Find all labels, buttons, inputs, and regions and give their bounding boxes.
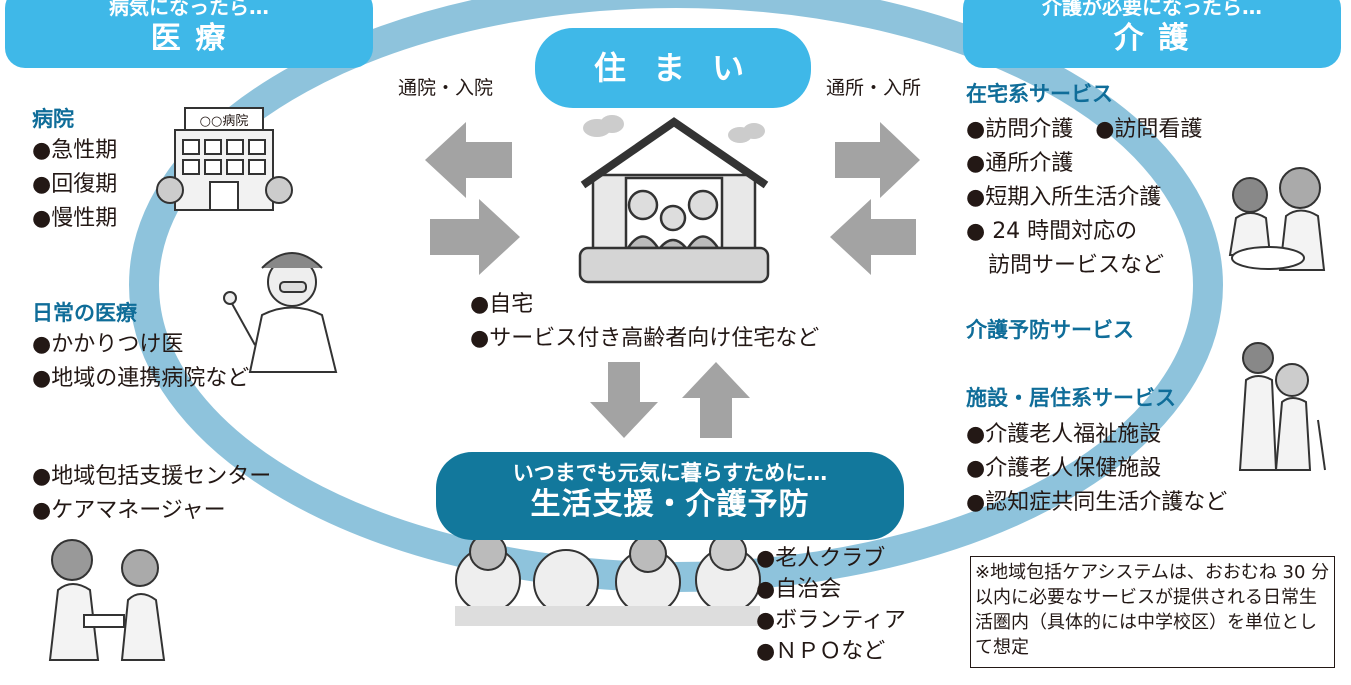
life-subtitle: いつまでも元気に暮らすために…	[512, 461, 828, 485]
consultation-icon	[48, 539, 166, 661]
note-box: ※地域包括ケアシステムは、おおむね 30 分以内に必要なサービスが提供される日常…	[970, 556, 1335, 668]
note-text: ※地域包括ケアシステムは、おおむね 30 分以内に必要なサービスが提供される日常…	[975, 562, 1330, 658]
daily-care-heading: 日常の医療	[32, 301, 137, 325]
walking-assist-icon	[1238, 342, 1326, 471]
home-services-list: ●訪問介護 ●訪問看護 ●通所介護 ●短期入所生活介護 ● 24 時間対応の 訪…	[966, 113, 1202, 283]
medical-title: 医 療	[150, 21, 228, 56]
hospital-building-icon	[156, 107, 293, 211]
arrow-left-icon	[830, 199, 916, 275]
list-item: ●サービス付き高齢者向け住宅など	[470, 326, 820, 351]
medical-header: 病気になったら… 医 療	[5, 0, 373, 68]
support-center-list: ●地域包括支援センター ●ケアマネージャー	[32, 460, 271, 528]
list-item: ●回復期	[32, 172, 118, 197]
arrow-left-icon	[425, 122, 512, 198]
hospital-list: ●急性期 ●回復期 ●慢性期	[32, 134, 117, 236]
care-header: 介護が必要になったら… 介 護	[963, 0, 1341, 68]
life-title: 生活支援・介護予防	[530, 487, 810, 522]
housing-list: ●自宅 ●サービス付き高齢者向け住宅など	[470, 288, 819, 356]
care-title: 介 護	[1113, 21, 1191, 56]
arrow-up-icon	[682, 362, 750, 438]
list-item: ●ＮＰＯなど	[756, 639, 886, 664]
housing-title: 住 ま い	[593, 49, 753, 87]
hospital-sign: ○○病院	[200, 114, 249, 129]
facility-list: ●介護老人福祉施設 ●介護老人保健施設 ●認知症共同生活介護など	[966, 418, 1227, 520]
housing-header: 住 ま い	[535, 28, 811, 108]
house-family-icon	[578, 115, 770, 284]
prevention-heading: 介護予防サービス	[966, 318, 1134, 342]
life-support-list: ●老人クラブ ●自治会 ●ボランティア ●ＮＰＯなど	[756, 543, 906, 667]
list-item: ●認知症共同生活介護など	[966, 490, 1228, 515]
daily-care-list: ●かかりつけ医 ●地域の連携病院など	[32, 328, 249, 396]
list-item: ●かかりつけ医	[32, 332, 184, 357]
list-item: ●老人クラブ	[756, 546, 886, 571]
list-item: ●地域包括支援センター	[32, 464, 272, 489]
list-item: ●自宅	[470, 292, 534, 317]
list-item: ●ボランティア	[756, 608, 906, 633]
list-item: 訪問サービスなど	[966, 253, 1165, 278]
list-item: ●慢性期	[32, 206, 118, 231]
hospital-heading: 病院	[32, 107, 74, 131]
arrow-right-icon	[835, 122, 920, 198]
list-item: ● 24 時間対応の	[966, 219, 1138, 244]
list-item: ●急性期	[32, 138, 118, 163]
list-item: ●介護老人福祉施設	[966, 422, 1162, 447]
list-item: ●地域の連携病院など	[32, 366, 250, 391]
caregiver-meal-icon	[1228, 167, 1326, 271]
medical-subtitle: 病気になったら…	[109, 0, 269, 19]
care-subtitle: 介護が必要になったら…	[1042, 0, 1262, 19]
list-item: ●介護老人保健施設	[966, 456, 1162, 481]
arrow-down-icon	[590, 362, 658, 438]
home-services-heading: 在宅系サービス	[966, 82, 1113, 106]
list-item: ●短期入所生活介護	[966, 185, 1162, 210]
label-hospital-visit: 通院・入院	[398, 77, 494, 99]
doctor-icon	[223, 252, 338, 373]
facility-heading: 施設・居住系サービス	[966, 386, 1176, 410]
list-item: ●自治会	[756, 577, 842, 602]
arrow-right-icon	[430, 199, 520, 275]
life-header: いつまでも元気に暮らすために… 生活支援・介護予防	[436, 452, 904, 540]
list-item: ●ケアマネージャー	[32, 498, 226, 523]
label-daycare-visit: 通所・入所	[826, 77, 922, 99]
list-item: ●訪問介護 ●訪問看護	[966, 117, 1203, 142]
list-item: ●通所介護	[966, 151, 1074, 176]
